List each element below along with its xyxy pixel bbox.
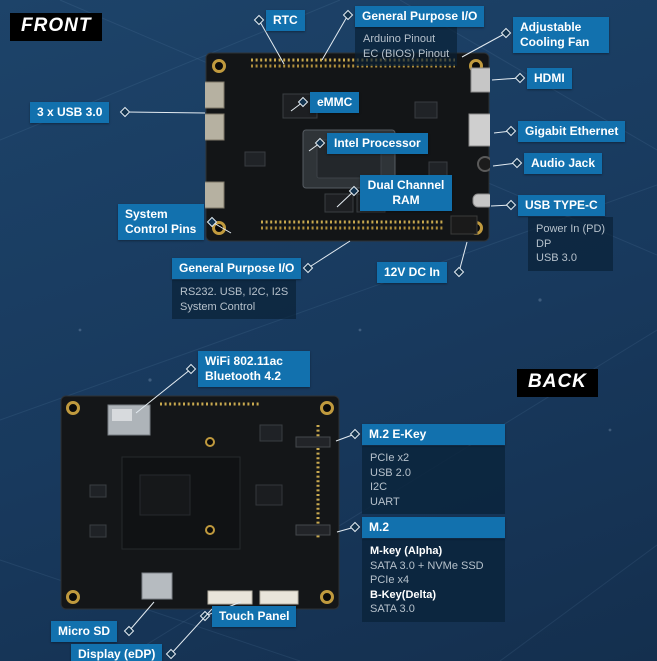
callout-intel-processor: Intel Processor <box>327 133 428 154</box>
callout-gpio-bottom: General Purpose I/O <box>172 258 302 279</box>
connector-usb-type-c <box>490 199 517 211</box>
callout-audio-jack: Audio Jack <box>524 153 603 174</box>
sub-line: I2C <box>370 481 388 494</box>
sub-line: SATA 3.0 + NVMe SSD <box>370 559 484 572</box>
callout-dual-channel-ram: Dual Channel RAM <box>360 175 452 211</box>
sub-line: SATA 3.0 <box>370 603 415 616</box>
callout-usb-type-c-sub: Power In (PD) DP USB 3.0 <box>528 217 614 271</box>
sub-line: USB 3.0 <box>536 252 577 265</box>
callout-micro-sd: Micro SD <box>51 621 118 642</box>
callout-gpio-top-sub: Arduino Pinout EC (BIOS) Pinout <box>355 27 458 67</box>
back-section-label: BACK <box>517 369 598 397</box>
sub-line: DP <box>536 237 552 250</box>
sub-line: RS232. USB, I2C, I2S <box>180 286 289 298</box>
back-board-image <box>60 395 340 610</box>
sub-line: PCIe x2 <box>370 452 410 464</box>
connector-gpio-bottom <box>302 240 351 274</box>
callout-cooling-fan: Adjustable Cooling Fan <box>513 17 609 53</box>
callout-display-edp: Display (eDP) <box>71 644 163 661</box>
sub-line: Power In (PD) <box>536 223 606 235</box>
sub-line: EC (BIOS) Pinout <box>363 47 450 60</box>
callout-gpio-bottom-sub: RS232. USB, I2C, I2S System Control <box>172 280 297 320</box>
front-section-label: FRONT <box>10 13 103 41</box>
callout-usb-type-c: USB TYPE-C <box>518 195 605 216</box>
sub-line: PCIe x4 <box>370 574 410 587</box>
callout-rtc: RTC <box>266 10 305 31</box>
connector-audio-jack <box>492 157 523 169</box>
connector-gigabit-ethernet <box>493 125 517 137</box>
callout-dc-in: 12V DC In <box>377 262 448 283</box>
sub-line: B-Key(Delta) <box>370 588 437 601</box>
callout-emmc: eMMC <box>310 92 360 113</box>
callout-m2: M.2 <box>362 517 505 538</box>
connector-usb3 <box>119 106 206 118</box>
callout-system-control-pins: System Control Pins <box>118 204 204 240</box>
callout-gpio-top: General Purpose I/O <box>355 6 485 27</box>
callout-usb3: 3 x USB 3.0 <box>30 102 110 123</box>
wifi-line2: Bluetooth 4.2 <box>205 369 282 383</box>
sub-line: M-key (Alpha) <box>370 545 443 557</box>
callout-hdmi: HDMI <box>527 68 572 89</box>
sub-line: Arduino Pinout <box>363 33 436 45</box>
connector-dc-in <box>453 241 468 278</box>
callout-touch-panel: Touch Panel <box>212 606 297 627</box>
sub-line: USB 2.0 <box>370 466 411 479</box>
connector-hdmi <box>491 72 526 84</box>
sub-line: UART <box>370 495 400 508</box>
connector-m2 <box>336 521 361 533</box>
callout-gigabit-ethernet: Gigabit Ethernet <box>518 121 626 142</box>
callout-m2-sub: M-key (Alpha) SATA 3.0 + NVMe SSD PCIe x… <box>362 539 505 622</box>
connector-display-edp <box>165 608 213 660</box>
callout-m2-ekey-sub: PCIe x2 USB 2.0 I2C UART <box>362 446 505 515</box>
wifi-line1: WiFi 802.11ac <box>205 354 283 368</box>
callout-m2-ekey: M.2 E-Key <box>362 424 505 445</box>
sub-line: System Control <box>180 300 256 313</box>
callout-wifi: WiFi 802.11ac Bluetooth 4.2 <box>198 351 310 387</box>
